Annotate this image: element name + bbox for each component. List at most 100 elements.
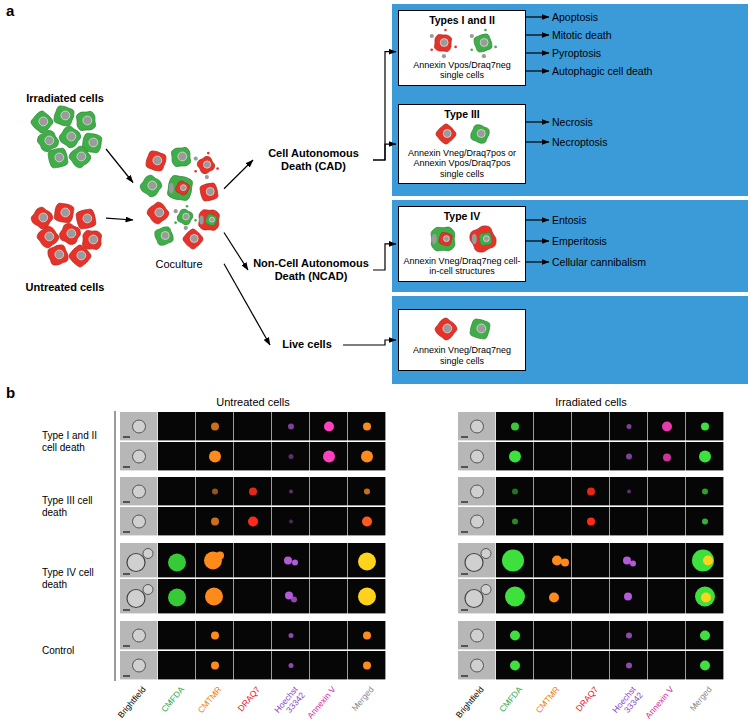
micrograph-tile-part xyxy=(120,477,157,505)
fluorescence-signal xyxy=(512,519,518,525)
micrograph-tile-part xyxy=(610,621,647,649)
channel-label: Hoechst 33342 xyxy=(608,685,645,724)
micrograph-tile xyxy=(348,412,385,440)
scale-bar xyxy=(123,573,130,574)
apoptotic-fragment xyxy=(184,226,188,230)
irradiated-cluster xyxy=(31,106,102,168)
micrograph-tile xyxy=(234,543,271,577)
category-box: Annexin Vneg/Draq7neg single cells xyxy=(398,309,526,371)
node-text: Non-Cell Autonomous Death (NCAD) xyxy=(250,257,372,283)
micrograph-tile xyxy=(572,507,609,535)
fluorescence-signal xyxy=(289,663,294,668)
apoptotic-fragment xyxy=(430,34,434,38)
micrograph-tile-part xyxy=(465,590,483,608)
category-band xyxy=(392,296,748,384)
micrograph-tile xyxy=(348,579,385,613)
micrograph-tile xyxy=(158,651,195,679)
micrograph-tile xyxy=(496,579,533,613)
apoptotic-fragment xyxy=(186,205,189,208)
cell-body xyxy=(48,148,68,168)
nucleus xyxy=(89,138,98,147)
fluorescence-signal xyxy=(363,662,371,670)
micrograph-tile-part xyxy=(234,579,271,613)
micrograph-tile xyxy=(534,579,571,613)
micrograph-tile-part xyxy=(234,621,271,649)
fluorescence-signal xyxy=(624,593,632,601)
nucleus xyxy=(161,232,169,240)
fluorescence-signal xyxy=(510,631,520,641)
fluorescence-signal xyxy=(511,423,519,431)
fluorescence-signal xyxy=(699,451,711,463)
fluorescence-signal xyxy=(216,552,224,560)
micrograph-tile xyxy=(458,579,495,613)
apoptotic-fragment xyxy=(484,29,487,32)
micrograph-tile-part xyxy=(648,507,685,535)
nucleus xyxy=(443,236,449,242)
cell-icon xyxy=(430,29,497,59)
micrograph-tile xyxy=(310,543,347,577)
micrograph-tile xyxy=(196,507,233,535)
scale-bar xyxy=(123,675,130,676)
scale-bar xyxy=(123,436,130,437)
micrograph-tile xyxy=(348,507,385,535)
cell-icon-svg xyxy=(402,27,524,59)
cell-population: Irradiated cells xyxy=(25,92,105,168)
micrograph-tile-part xyxy=(471,485,484,498)
icon-area xyxy=(402,27,522,59)
fluorescence-signal xyxy=(695,587,715,607)
category-box: Types I and IIAnnexin Vpos/Draq7neg sing… xyxy=(398,10,526,86)
nucleus xyxy=(206,188,214,196)
cell-icon-svg xyxy=(402,223,524,255)
fluorescence-signal xyxy=(362,517,372,527)
micrograph-tile xyxy=(610,621,647,649)
micrograph-tile-part xyxy=(120,507,157,535)
cell-icon-svg xyxy=(402,121,524,147)
micrograph-tile-part xyxy=(120,621,157,649)
micrograph-tile xyxy=(686,651,723,679)
micrograph-tile-part xyxy=(133,629,146,642)
nucleus xyxy=(190,235,198,243)
micrograph-tile-part xyxy=(534,412,571,440)
category-band xyxy=(392,200,748,292)
micrograph-tile-part xyxy=(534,507,571,535)
fluorescence-signal xyxy=(291,597,297,603)
column-header: Irradiated cells xyxy=(501,396,681,408)
row-label: Control xyxy=(42,645,104,657)
micrograph-tile-part xyxy=(496,412,533,440)
micrograph-tile xyxy=(158,412,195,440)
fluorescence-signal xyxy=(627,424,632,429)
micrograph-tile-part xyxy=(348,621,385,649)
micrograph-tile-part xyxy=(465,554,483,572)
micrograph-tile xyxy=(534,442,571,470)
micrograph-tile-part xyxy=(272,507,309,535)
fluorescence-signal xyxy=(702,489,708,495)
micrograph-tile-part xyxy=(686,442,723,470)
micrograph-tile-part xyxy=(572,477,609,505)
micrograph-tile xyxy=(496,507,533,535)
micrograph-tile xyxy=(610,543,647,577)
nucleus xyxy=(477,130,485,138)
scale-bar xyxy=(461,675,468,676)
micrograph-tile xyxy=(120,621,157,649)
micrograph-grid xyxy=(115,411,723,681)
micrograph-tile-part xyxy=(158,412,195,440)
fluorescence-signal xyxy=(512,489,518,495)
fluorescence-signal xyxy=(168,554,186,572)
micrograph-tile xyxy=(196,579,233,613)
channel-label: DRAQ7 xyxy=(236,685,262,713)
cell-body xyxy=(436,124,456,144)
channel-label: Brightfield xyxy=(455,685,486,720)
scale-bar xyxy=(461,645,468,646)
death-mode: Cellular cannibalism xyxy=(552,256,646,268)
flow-arrow xyxy=(106,218,133,220)
flow-arrow xyxy=(526,240,549,241)
cell-body xyxy=(435,318,457,340)
micrograph-tile xyxy=(310,412,347,440)
cell-icon xyxy=(436,124,489,144)
apoptotic-fragment xyxy=(194,170,197,173)
micrograph-tile xyxy=(648,543,685,577)
micrograph-tile xyxy=(648,412,685,440)
micrograph-tile-part xyxy=(310,442,347,470)
micrograph-tile xyxy=(648,621,685,649)
